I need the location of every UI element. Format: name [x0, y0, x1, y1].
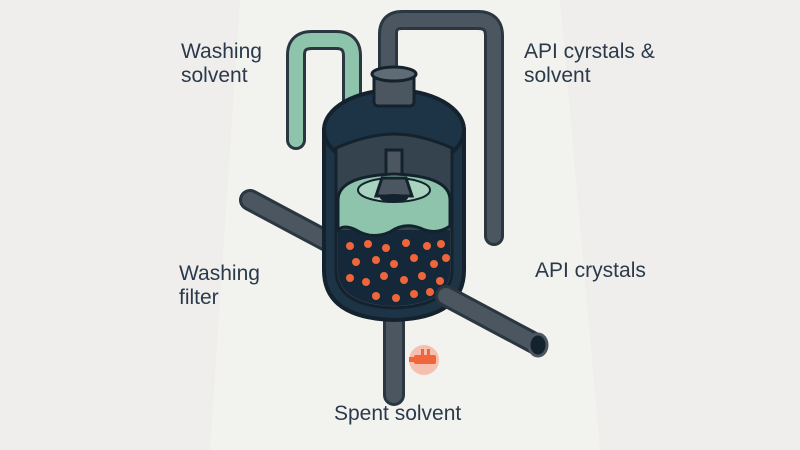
spent-solvent-label: Spent solvent — [334, 402, 462, 425]
washing-solvent-label-line-2: solvent — [181, 64, 248, 87]
washing-liquid — [336, 172, 452, 237]
api-crystals-pipe — [435, 285, 549, 358]
api-cyrstals-solvent-label-line-1: API cyrstals & — [524, 40, 655, 63]
washing-filter-label-line-1: Washing — [179, 262, 260, 285]
crystal-bed — [338, 230, 450, 306]
washing-filter-label-line-2: filter — [179, 286, 219, 309]
washing-solvent-label-line-1: Washing — [181, 40, 262, 63]
api-cyrstals-solvent-label-line-2: solvent — [524, 64, 591, 87]
washing-solvent-pipe — [286, 30, 362, 150]
washing-solvent-label: Washing solvent — [181, 40, 262, 88]
api-crystals-label: API crystals — [535, 259, 646, 282]
valve-icon — [409, 345, 439, 375]
api-cyrstals-solvent-pipe — [378, 10, 504, 246]
washing-filter-label: Washing filter — [179, 262, 260, 310]
api-cyrstals-solvent-label: API cyrstals & solvent — [524, 40, 655, 88]
